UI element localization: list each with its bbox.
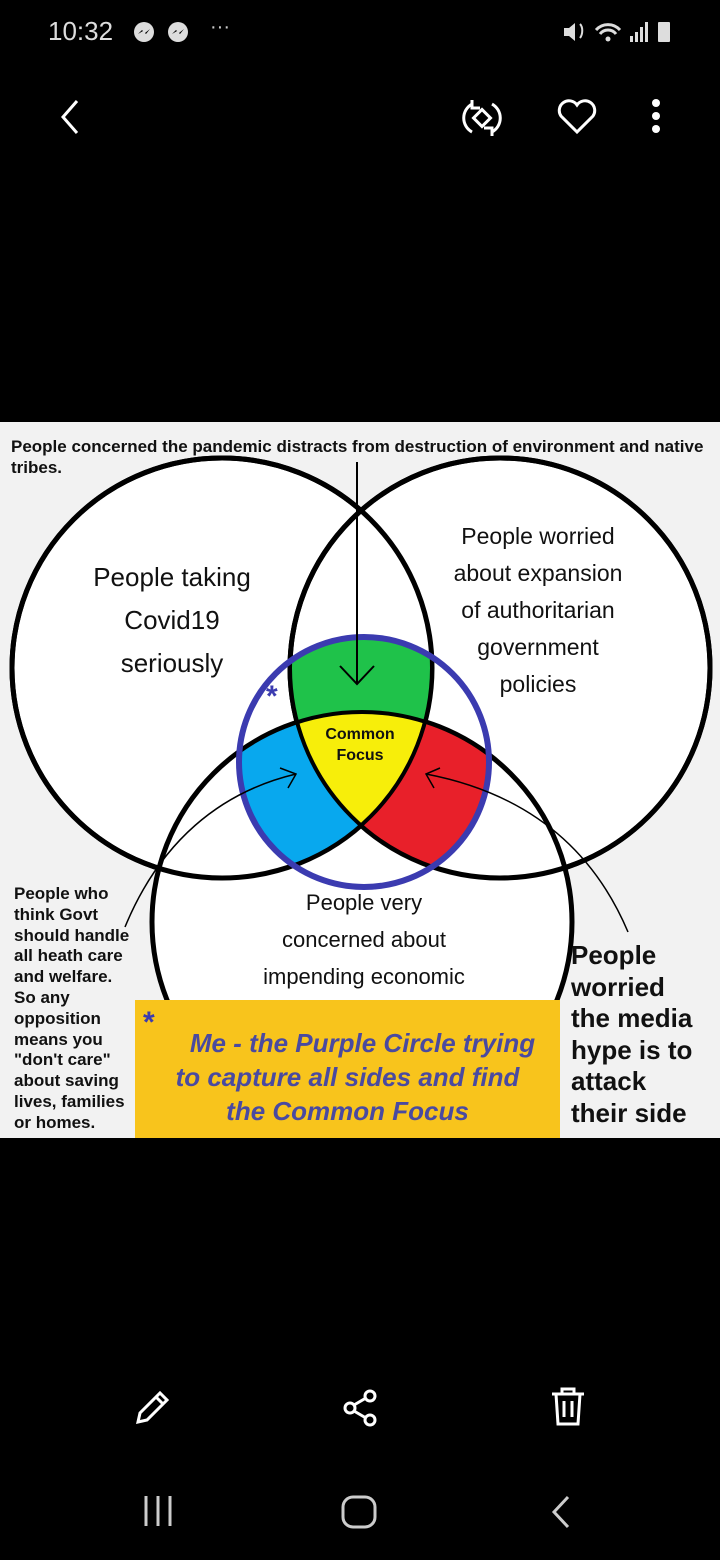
caption-asterisk: * bbox=[143, 1006, 155, 1039]
messenger-icons bbox=[134, 22, 188, 42]
text-line: lives, families bbox=[14, 1091, 125, 1111]
text-line: So any bbox=[14, 987, 70, 1007]
text-line: government bbox=[477, 634, 599, 660]
text-line: about expansion bbox=[453, 560, 623, 586]
caption-text: Me - the Purple Circle trying to capture … bbox=[135, 1026, 560, 1128]
text-line: of authoritarian bbox=[461, 597, 615, 623]
status-time: 10:32 bbox=[48, 16, 114, 46]
auto-rotate-icon[interactable] bbox=[460, 96, 504, 140]
red-region bbox=[290, 712, 489, 878]
venn-diagram bbox=[9, 455, 713, 1135]
bottom-circle-label: People very concerned about impending econ… bbox=[234, 884, 494, 995]
status-icons bbox=[564, 22, 670, 42]
text-line: think Govt bbox=[14, 904, 99, 924]
text-line: the Common Focus bbox=[226, 1096, 469, 1126]
text-line: People very bbox=[305, 890, 423, 915]
text-line: to capture all sides and find bbox=[175, 1062, 520, 1092]
arrow-top bbox=[339, 462, 375, 686]
text-line: seriously bbox=[120, 648, 224, 678]
text-line: about saving bbox=[14, 1071, 119, 1091]
more-vert-icon[interactable] bbox=[646, 98, 666, 136]
home-icon[interactable] bbox=[340, 1494, 378, 1530]
venn-image[interactable]: People concerned the pandemic distracts … bbox=[0, 422, 720, 1138]
text-line: concerned about bbox=[282, 927, 446, 952]
right-circle-label: People worried about expansion of authorit… bbox=[428, 518, 648, 703]
text-line: hype is to bbox=[571, 1034, 693, 1065]
arrow-left bbox=[124, 767, 298, 928]
text-line: opposition bbox=[14, 1008, 101, 1028]
more-notifications-icon: ··· bbox=[210, 16, 230, 38]
arrow-right bbox=[424, 767, 629, 933]
text-line: "don't care" bbox=[14, 1050, 111, 1070]
caption-box: * Me - the Purple Circle trying to captur… bbox=[135, 1000, 560, 1138]
delete-icon[interactable] bbox=[548, 1386, 588, 1428]
text-line: worried bbox=[571, 971, 665, 1002]
asterisk-mark: * bbox=[266, 680, 278, 713]
text-line: People bbox=[571, 940, 657, 970]
purple-circle bbox=[236, 634, 492, 890]
text-line: Me - the Purple Circle trying bbox=[189, 1028, 536, 1058]
text-line: Covid19 bbox=[124, 605, 220, 635]
text-line: all heath care bbox=[14, 946, 123, 966]
heart-icon[interactable] bbox=[556, 98, 598, 136]
text-line: and welfare. bbox=[14, 967, 113, 987]
edit-icon[interactable] bbox=[132, 1388, 172, 1428]
top-text: People concerned the pandemic distracts … bbox=[11, 437, 704, 477]
back-icon[interactable] bbox=[55, 98, 85, 136]
text-line: policies bbox=[499, 671, 577, 697]
text-line: their side bbox=[571, 1097, 687, 1128]
text-line: Focus bbox=[336, 747, 384, 764]
blue-region bbox=[239, 712, 432, 878]
text-line: Common bbox=[325, 726, 395, 743]
text-line: People who bbox=[14, 884, 109, 903]
text-line: or homes. bbox=[14, 1112, 96, 1132]
share-icon[interactable] bbox=[340, 1388, 380, 1428]
text-line: People taking bbox=[93, 562, 251, 592]
text-line: the media bbox=[571, 1003, 693, 1033]
recents-icon[interactable] bbox=[140, 1494, 176, 1528]
text-line: attack bbox=[571, 1066, 647, 1096]
text-line: means you bbox=[14, 1029, 103, 1049]
text-line: impending economic bbox=[263, 964, 465, 989]
text-line: People worried bbox=[461, 523, 615, 549]
text-line: should handle bbox=[14, 925, 130, 945]
back-nav-icon[interactable] bbox=[548, 1494, 574, 1530]
